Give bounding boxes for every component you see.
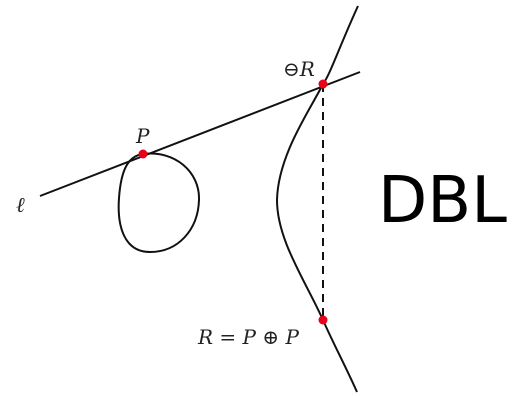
point-p-marker [138, 149, 148, 159]
point-p-label: P [135, 124, 150, 148]
curve-unbounded-branch [275, 5, 359, 393]
point-r-label: R = P ⊕ P [197, 325, 299, 349]
point-neg-r-marker [318, 79, 328, 89]
curve-oval-component [117, 152, 201, 254]
operation-label: DBL [378, 164, 507, 238]
line-label: ℓ [16, 193, 25, 217]
point-neg-r-label: ⊖R [283, 57, 315, 81]
tangent-line [39, 71, 361, 197]
point-r-marker [318, 315, 328, 325]
